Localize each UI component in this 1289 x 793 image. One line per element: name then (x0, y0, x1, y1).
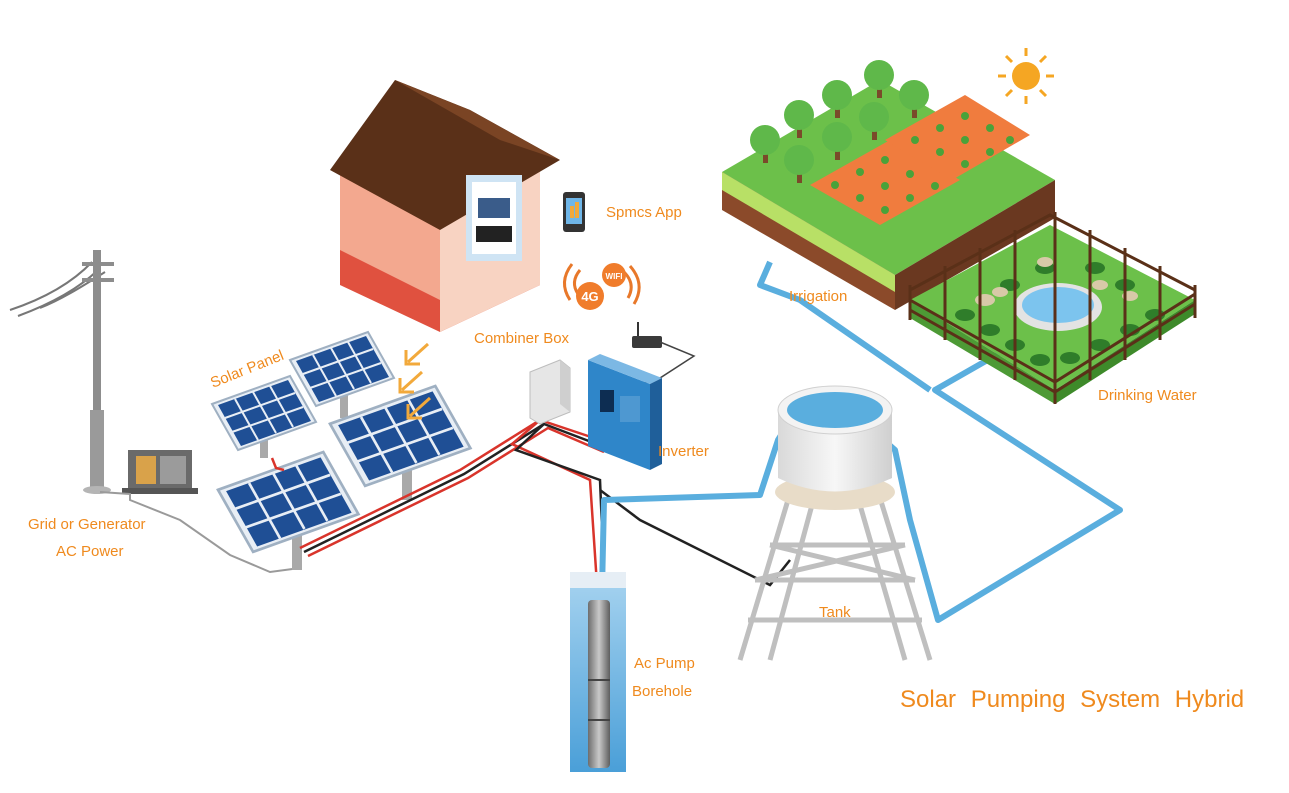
grid-label-line1: Grid or Generator (28, 516, 146, 533)
water-tank (737, 385, 933, 661)
wifi-text: WIFI (606, 272, 623, 281)
trees (750, 60, 929, 183)
utility-pole (9, 250, 114, 494)
generator (122, 450, 198, 494)
fourg-badge (576, 282, 604, 310)
spmcs-app-label: Spmcs App (606, 204, 682, 221)
inverter-unit (588, 354, 662, 470)
inverter-label: Inverter (658, 443, 709, 460)
grid-label-line2: AC Power (56, 543, 124, 560)
house (330, 80, 560, 332)
borehole (570, 572, 626, 772)
livestock-pen (908, 212, 1197, 404)
down-arrow-icon (398, 342, 432, 420)
pump-label-line1: Ac Pump (634, 655, 695, 672)
irrigation-label: Irrigation (789, 288, 848, 305)
drinking-water-label: Drinking Water (1098, 387, 1197, 404)
fourg-text: 4G (581, 289, 598, 304)
combiner-box-label: Combiner Box (474, 330, 570, 347)
tank-label: Tank (819, 604, 851, 621)
wifi-badge (602, 263, 626, 287)
solar-array (211, 331, 472, 570)
sun-icon (998, 48, 1054, 104)
pump-label-line2: Borehole (632, 683, 693, 700)
combiner-box (529, 359, 571, 425)
smartphone-icon (563, 192, 585, 232)
farm-field (722, 60, 1055, 310)
diagram-title: Solar Pumping System Hybrid (900, 686, 1245, 713)
